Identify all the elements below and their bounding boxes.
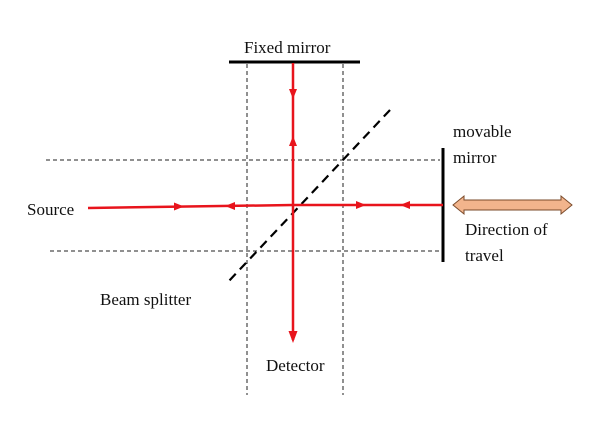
arrow-from-movable-left — [400, 201, 410, 209]
arrow-from-fixed-down — [289, 89, 297, 99]
arrow-to-fixed-up — [289, 136, 297, 146]
beam-splitter — [227, 109, 391, 283]
direction-of-travel-label-line1: Direction of — [465, 220, 548, 239]
fixed-mirror-label: Fixed mirror — [244, 38, 331, 57]
detector-label: Detector — [266, 356, 325, 375]
light-beams — [87, 63, 443, 340]
arrow-to-movable-right — [356, 201, 366, 209]
beam-source-to-splitter — [87, 203, 294, 210]
source-label: Source — [27, 200, 74, 219]
movable-mirror-label-line1: movable — [453, 122, 512, 141]
direction-of-travel-label-line2: travel — [465, 246, 504, 265]
arrow-source-right — [174, 202, 184, 211]
guide-lines — [46, 64, 440, 395]
arrow-return-left — [225, 202, 235, 210]
beam-splitter-label: Beam splitter — [100, 290, 191, 309]
beam-direction-arrows — [174, 89, 410, 343]
direction-of-travel-arrow — [452, 194, 573, 216]
arrow-to-detector-down — [288, 331, 298, 343]
movable-mirror-label-line2: mirror — [453, 148, 497, 167]
